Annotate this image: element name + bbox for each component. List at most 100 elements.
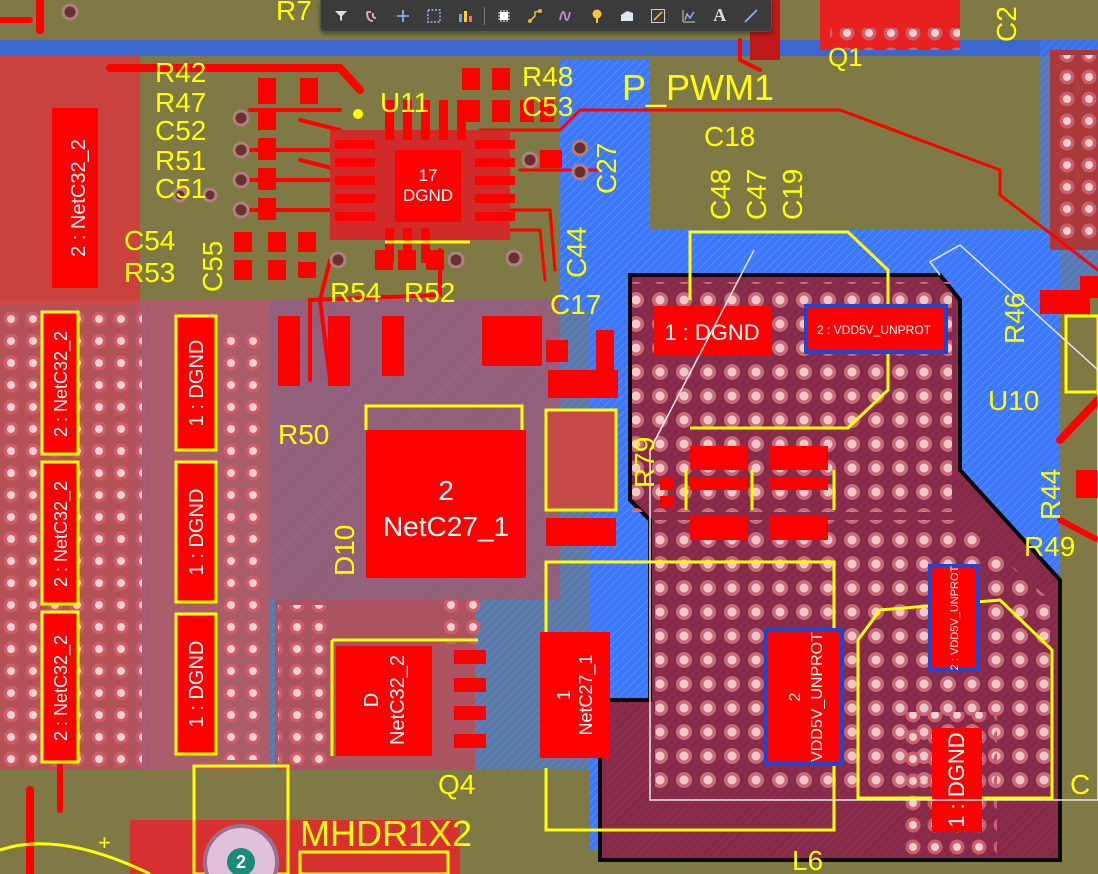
active-bar-toolbar: A — [320, 0, 772, 32]
l6-pad2-net: VDD5V_UNPROT — [809, 632, 826, 762]
designator-r54: R54 — [330, 277, 381, 308]
cross-icon — [396, 9, 409, 22]
polygon-icon — [621, 10, 634, 21]
q4-pad-d: D — [361, 693, 383, 707]
align-button[interactable] — [450, 3, 479, 29]
text-icon: A — [713, 5, 727, 25]
line-icon — [743, 8, 758, 23]
pad-net-label: 2 : NetC32_2 — [51, 481, 72, 587]
place-via-button[interactable] — [582, 3, 611, 29]
route-track-button[interactable] — [521, 3, 550, 29]
designator-q1: Q1 — [828, 42, 863, 72]
smd-passives-top — [234, 68, 618, 398]
via-field-q1 — [830, 28, 960, 50]
route-snap-button[interactable] — [358, 3, 387, 29]
designator-c18: C18 — [704, 121, 755, 152]
l6-inductor[interactable]: 1 NetC27_1 2 VDD5V_UNPROT — [540, 560, 844, 832]
component-icon — [498, 9, 511, 22]
designator-c47: C47 — [741, 169, 772, 220]
q4-pad-net: NetC32_2 — [387, 655, 409, 745]
u11-pad-number: 17 — [419, 166, 438, 185]
text-button[interactable]: A — [705, 3, 734, 29]
designator-c44: C44 — [561, 227, 592, 278]
r79-resistor-array[interactable] — [660, 446, 836, 540]
vias-scatter — [61, 3, 589, 269]
dimension-button[interactable] — [644, 3, 673, 29]
designator-d10: D10 — [329, 525, 360, 576]
add-button[interactable] — [389, 3, 418, 29]
designator-c55: C55 — [197, 241, 228, 292]
dimension-icon — [651, 8, 666, 23]
mhdr1x2-header[interactable]: 2 + — [0, 764, 450, 874]
l6-pad1-number: 1 — [554, 690, 574, 700]
via-icon — [592, 9, 602, 23]
designator-r79: R79 — [629, 437, 660, 488]
designator-l6: L6 — [792, 845, 823, 874]
chart-icon — [682, 9, 695, 22]
designator-r51: R51 — [155, 145, 206, 176]
measure-button[interactable] — [675, 3, 704, 29]
via-field-right-edge — [1058, 55, 1098, 240]
select-rect-button[interactable] — [419, 3, 448, 29]
designator-r7: R7 — [276, 0, 312, 26]
designator-r47: R47 — [155, 87, 206, 118]
designator-u11: U11 — [380, 87, 429, 118]
pad-net-label: 2 : NetC32_2 — [51, 331, 72, 437]
designator-c51: C51 — [155, 173, 206, 204]
silkscreen-designators: R42 R47 C52 R51 C51 C54 R53 C55 U11 R48 … — [124, 0, 1090, 874]
filter-button[interactable] — [327, 3, 356, 29]
designator-c53: C53 — [522, 91, 573, 122]
pad-net-label: 1 : DGND — [186, 489, 208, 576]
u10-region — [1040, 276, 1098, 498]
magnet-icon — [366, 10, 377, 22]
designator-mhdr1x2: MHDR1X2 — [300, 813, 472, 854]
wave-route-icon — [558, 10, 571, 21]
designator-c2: C2 — [991, 6, 1022, 42]
component-button[interactable] — [490, 3, 519, 29]
designator-r46: R46 — [999, 293, 1030, 344]
designator-p_pwm1: P_PWM1 — [622, 67, 774, 108]
interactive-route-button[interactable] — [551, 3, 580, 29]
l6-pad2-number: 2 — [787, 692, 804, 701]
designator-c48: C48 — [705, 169, 736, 220]
designator-r42: R42 — [155, 57, 206, 88]
u11-ic[interactable]: 17 DGND — [330, 100, 515, 263]
designator-c19: C19 — [777, 169, 808, 220]
designator-r53: R53 — [124, 257, 175, 288]
d10-pad-number: 2 — [438, 475, 454, 506]
line-button[interactable] — [736, 3, 765, 29]
filter-icon — [335, 10, 348, 21]
via-field-mid — [216, 330, 266, 760]
l6-pad1-net: NetC27_1 — [576, 654, 597, 735]
via-field-q4-right — [444, 600, 488, 644]
component-outline — [649, 244, 1098, 801]
c48-capacitor[interactable]: 1 : DGND 2 : VDD5V_UNPROT — [654, 230, 948, 430]
designator-c-right: C — [1070, 769, 1090, 800]
designator-r49: R49 — [1024, 531, 1075, 562]
pad-net-label: 2 : NetC32_2 — [51, 635, 72, 741]
pad-net-label: 1 : DGND — [186, 340, 208, 427]
designator-r52: R52 — [404, 277, 455, 308]
designator-r50: R50 — [278, 419, 329, 450]
q4-transistor[interactable]: D NetC32_2 — [330, 638, 486, 756]
polygon-button[interactable] — [613, 3, 642, 29]
u11-pad-net: DGND — [403, 186, 453, 205]
pad-net-label: 1 : DGND — [186, 641, 208, 728]
designator-q4: Q4 — [438, 769, 475, 800]
designator-c54: C54 — [124, 225, 175, 256]
designator-c52: C52 — [155, 115, 206, 146]
designator-u10: U10 — [988, 385, 1039, 416]
right-dgnd-pad: 1 : DGND — [944, 732, 969, 827]
align-icon — [458, 10, 472, 22]
svg-text:+: + — [98, 830, 111, 855]
d10-pad-net: NetC27_1 — [383, 511, 509, 542]
designator-c27: C27 — [591, 143, 622, 194]
left-capacitor-bank[interactable]: 2 : NetC32_2 2 : NetC32_2 2 : NetC32_2 2… — [40, 108, 218, 764]
via-field-q4 — [278, 605, 334, 765]
select-rect-icon — [427, 8, 441, 23]
right-capacitors[interactable]: 2 : VDD5V_UNPROT 1 : DGND — [856, 564, 1054, 832]
d10-diode[interactable]: 2 NetC27_1 — [364, 404, 618, 578]
mhdr-pad-number: 2 — [236, 852, 246, 872]
pad-net-label: 2 : NetC32_2 — [68, 139, 90, 257]
